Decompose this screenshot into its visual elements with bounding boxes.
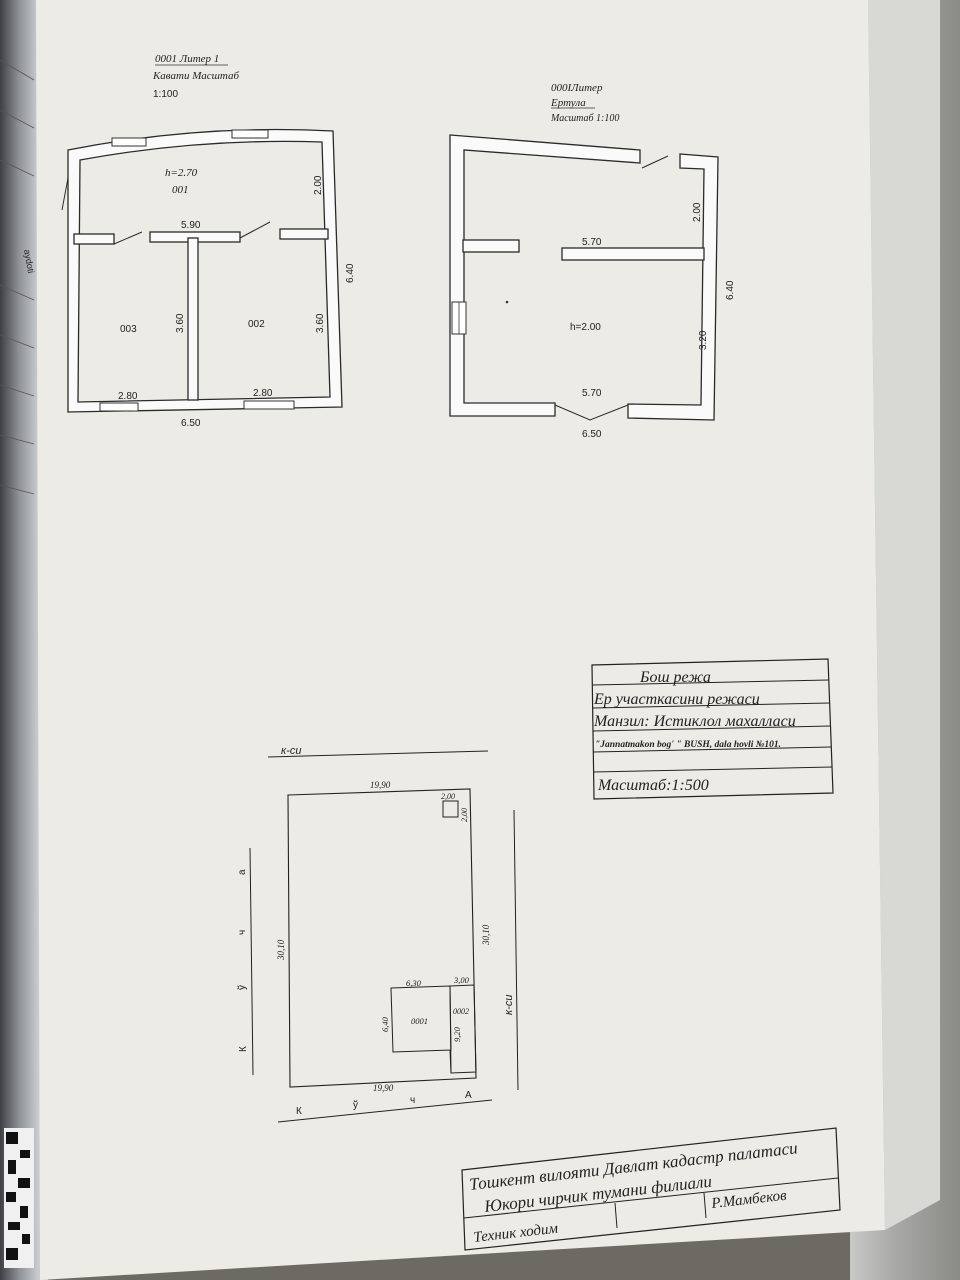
plan2-dim-right-mid: 3.20 xyxy=(698,330,709,350)
book-ruled-lines xyxy=(0,59,35,495)
plan1-dim-overall-height: 6.40 xyxy=(345,263,356,283)
site-dim-top: 19,90 xyxy=(370,780,391,790)
site-building-height2: 9,20 xyxy=(452,1026,462,1042)
plan1-title-line3: 1:100 xyxy=(153,89,178,100)
plan1-outer-wall xyxy=(67,128,343,413)
plan2-dim-overall-height: 6.40 xyxy=(725,280,736,300)
site-dim-right: 30,10 xyxy=(481,924,491,946)
plan2-height-label: h=2.00 xyxy=(570,322,601,333)
street-label-right: к-си xyxy=(503,995,515,1015)
plan1-dim-right-bottom: 2.80 xyxy=(253,388,273,399)
plan1-window-bottom-2 xyxy=(243,400,295,410)
street-bottom-letter-4: А xyxy=(465,1090,472,1101)
plan2-dim-overall-width: 6.50 xyxy=(582,429,602,440)
plan2-dim-right-top: 2.00 xyxy=(692,202,703,222)
plot-boundary xyxy=(287,788,477,1088)
site-annex-0002 xyxy=(449,984,477,1074)
plan2-partition-right xyxy=(561,247,705,261)
site-building-width2: 3,00 xyxy=(453,975,470,985)
plan2-door-top xyxy=(641,155,669,169)
plan1-dim-top-span: 5.90 xyxy=(181,220,201,231)
street-left-letter-2: ў xyxy=(236,985,248,990)
street-line-left xyxy=(249,847,254,1076)
street-left-letter-3: ч xyxy=(237,930,248,935)
plan2-partition-left xyxy=(462,239,520,253)
plan1-dim-left-bottom: 2.80 xyxy=(118,391,138,402)
plan1-partition-left xyxy=(73,233,115,245)
plan1-partition-vertical xyxy=(187,237,199,401)
floor-plan-1: 0001 Литер 1 Кавати Масштаб 1:100 h=2.70… xyxy=(61,53,356,429)
plan1-window-top-2 xyxy=(231,129,269,139)
street-label-top: к-си xyxy=(281,745,301,757)
stamp-row3: Манзил: Истиклол махалласи xyxy=(593,713,796,730)
floor-plan-2: 000ІЛитер Ертула Масштаб 1:100 2.00 5.70… xyxy=(449,82,736,440)
plan1-dim-left-room: 3.60 xyxy=(175,313,186,333)
plan2-door-bottom xyxy=(554,404,629,421)
street-bottom-letter-3: ч xyxy=(410,1095,415,1106)
plan1-door-2 xyxy=(239,221,271,239)
street-bottom-letter-1: К xyxy=(296,1106,302,1117)
plan1-dim-right-room: 3.60 xyxy=(315,313,326,333)
plan1-dim-right-top: 2.00 xyxy=(313,175,324,195)
site-annex-label: 0002 xyxy=(453,1007,469,1016)
plan2-outer-wall xyxy=(449,134,641,417)
title-stamp-table: Бош режа Ер участкасини режаси Манзил: И… xyxy=(591,658,834,800)
paper-sheet xyxy=(36,0,885,1280)
plan1-height-label: h=2.70 xyxy=(165,167,198,179)
plan1-partition-right xyxy=(279,228,329,240)
stamp-row4: "Jannatmakon bog' " BUSH, dala hovli №10… xyxy=(595,740,781,750)
street-line-top xyxy=(267,750,489,758)
street-line-right xyxy=(513,809,519,1091)
stamp-row1: Бош режа xyxy=(639,669,711,686)
plan1-dim-overall-width: 6.50 xyxy=(181,418,201,429)
street-bottom-letter-2: ў xyxy=(353,1099,358,1111)
site-building-width: 6,30 xyxy=(406,978,422,988)
paper-underlayer xyxy=(868,0,940,1230)
plan2-title-line3: Масштаб 1:100 xyxy=(550,113,619,124)
plan2-title-line2: Ертула xyxy=(550,97,586,109)
plan1-door-3 xyxy=(61,177,69,211)
site-dim-left: 30,10 xyxy=(276,939,286,961)
plan1-room-001: 001 xyxy=(172,184,189,196)
book-tab-text: aydoti xyxy=(22,249,36,274)
plan2-dim-mid-span: 5.70 xyxy=(582,237,602,248)
plan1-window-top-1 xyxy=(111,137,147,147)
street-left-letter-1: К xyxy=(238,1046,249,1052)
plan1-room-003: 003 xyxy=(120,324,137,335)
site-building-height: 6,40 xyxy=(380,1016,390,1032)
plan1-title-line1: 0001 Литер 1 xyxy=(155,53,219,65)
plan1-window-bottom-1 xyxy=(99,402,139,412)
qr-code xyxy=(4,1128,34,1268)
site-dim-bottom: 19,90 xyxy=(373,1083,394,1093)
plan2-title-line1: 000ІЛитер xyxy=(551,82,603,94)
site-building-label: 0001 xyxy=(411,1016,428,1026)
street-left-letter-4: а xyxy=(237,869,248,875)
plan1-door-1 xyxy=(113,231,143,245)
plan1-room-002: 002 xyxy=(248,319,265,330)
site-small-width: 2,00 xyxy=(441,792,455,801)
site-small-height: 2,00 xyxy=(460,808,469,822)
plan2-dim-bottom-span: 5.70 xyxy=(582,388,602,399)
stamp-row2: Ер участкасини режаси xyxy=(593,691,760,708)
street-line-bottom xyxy=(277,1099,493,1123)
plan2-outer-wall-right xyxy=(627,153,719,421)
site-plan: к-си к-си К ў ч а К ў ч А 19,90 19,90 30… xyxy=(236,745,519,1123)
stamp-row6: Масштаб:1:500 xyxy=(597,777,709,794)
site-small-structure xyxy=(442,800,459,818)
plan1-title-line2: Кавати Масштаб xyxy=(152,70,239,82)
